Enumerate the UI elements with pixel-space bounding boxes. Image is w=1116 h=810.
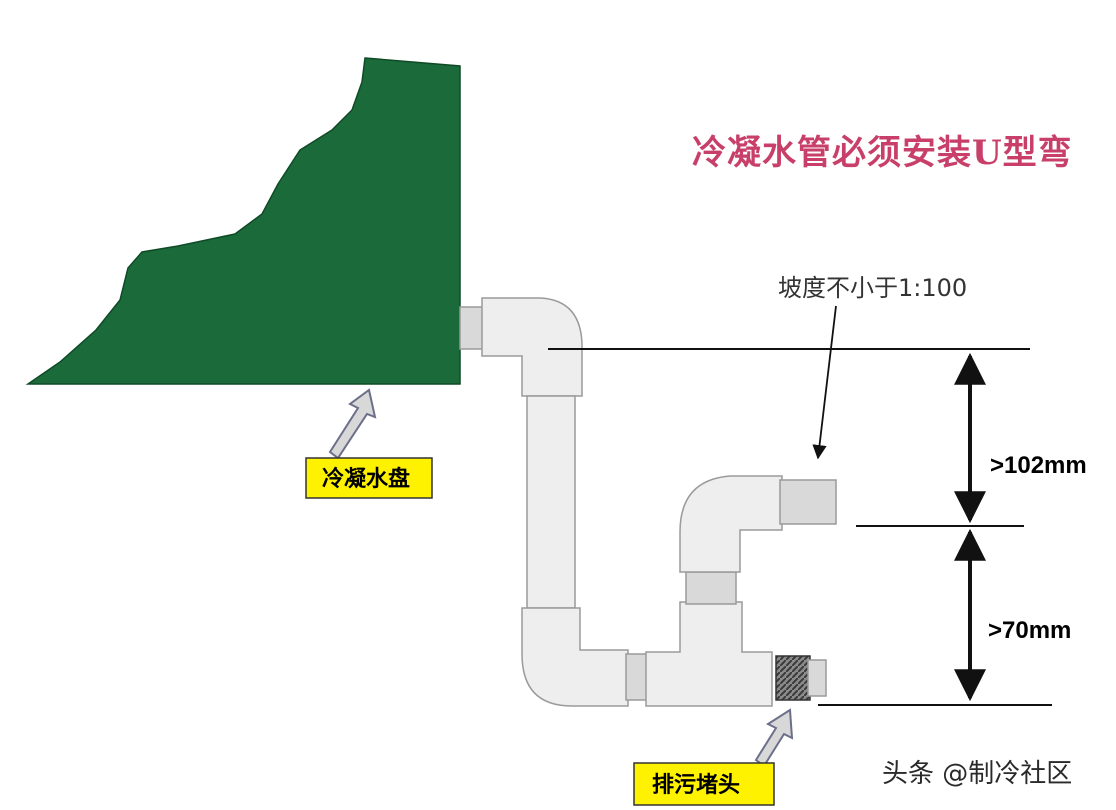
dim-label-upper: >102mm	[990, 452, 1087, 479]
vertical-pipe	[526, 395, 576, 609]
drain-pan-label-box	[305, 457, 433, 499]
drain-plug-label-box	[633, 762, 775, 806]
drain-plug-label: 排污堵头	[652, 772, 740, 798]
watermark: 头条 @制冷社区	[882, 759, 1072, 789]
drain-pan-label: 冷凝水盘	[322, 466, 410, 492]
bottom-elbow	[521, 607, 629, 707]
drain-plug-cap	[775, 655, 811, 701]
slope-pointer	[812, 305, 837, 460]
tee-riser	[685, 571, 737, 605]
top-elbow	[481, 297, 583, 397]
drain-plug-arrow	[754, 708, 794, 768]
drain-plug-end	[807, 659, 827, 697]
slope-note: 坡度不小于1:100	[778, 274, 967, 302]
title: 冷凝水管必须安装U型弯	[692, 133, 1073, 173]
outlet-stub	[779, 479, 837, 525]
outlet-elbow	[679, 475, 783, 573]
drain-pan-arrow	[328, 388, 377, 460]
dim-label-lower: >70mm	[988, 617, 1071, 644]
tee-fitting	[645, 601, 773, 707]
tee-connector	[625, 653, 649, 701]
pan-outlet-stub	[459, 306, 485, 350]
drain-pan-shape	[25, 57, 461, 385]
